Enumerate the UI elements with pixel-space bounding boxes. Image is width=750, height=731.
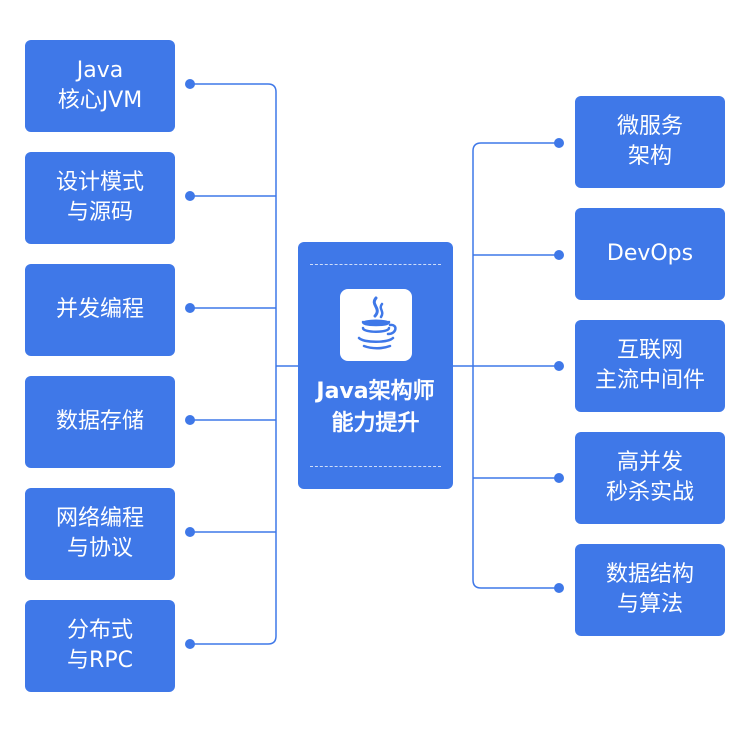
node-label: 微服务 xyxy=(616,114,683,139)
node-label: 与算法 xyxy=(616,592,683,617)
java-coffee-icon xyxy=(340,289,412,361)
node-label: 分布式 xyxy=(66,618,133,643)
node-label: 高并发 xyxy=(616,450,683,475)
connector-dot xyxy=(185,303,195,313)
connector-dot xyxy=(185,79,195,89)
connector-dot xyxy=(554,250,564,260)
node-label: 与源码 xyxy=(66,200,133,225)
connector-dot xyxy=(185,191,195,201)
node-label: 核心JVM xyxy=(57,88,143,113)
connector-dot xyxy=(554,361,564,371)
dashed-divider xyxy=(310,264,441,265)
node-label: 数据存储 xyxy=(55,409,144,434)
node-label: 与协议 xyxy=(66,536,133,561)
node-networking: 网络编程与协议 xyxy=(25,488,175,580)
left-trunk-line xyxy=(190,83,277,645)
connector-dot xyxy=(185,415,195,425)
node-label: 网络编程 xyxy=(55,506,144,531)
node-algorithms: 数据结构与算法 xyxy=(575,544,725,636)
node-devops: DevOps xyxy=(575,208,725,300)
node-java-jvm: Java 核心JVM xyxy=(25,40,175,132)
connector-dot xyxy=(554,138,564,148)
node-label: 主流中间件 xyxy=(594,368,705,393)
node-label: Java xyxy=(76,58,124,83)
node-data-storage: 数据存储 xyxy=(25,376,175,468)
node-label: 与RPC xyxy=(67,648,133,673)
node-high-concurrency: 高并发秒杀实战 xyxy=(575,432,725,524)
node-microservices: 微服务架构 xyxy=(575,96,725,188)
node-label: 设计模式 xyxy=(55,170,144,195)
connector-dot xyxy=(554,473,564,483)
center-title-line1: Java架构师 xyxy=(316,379,435,404)
node-label: 秒杀实战 xyxy=(605,480,694,505)
center-node: Java架构师 能力提升 xyxy=(298,242,453,489)
node-label: DevOps xyxy=(606,241,694,266)
node-label: 数据结构 xyxy=(605,562,694,587)
connector-dot xyxy=(185,639,195,649)
node-design-patterns: 设计模式与源码 xyxy=(25,152,175,244)
node-middleware: 互联网主流中间件 xyxy=(575,320,725,412)
center-title-line2: 能力提升 xyxy=(331,411,420,436)
node-concurrency: 并发编程 xyxy=(25,264,175,356)
connector-dot xyxy=(554,583,564,593)
node-label: 并发编程 xyxy=(55,297,144,322)
connector-dot xyxy=(185,527,195,537)
node-label: 互联网 xyxy=(616,338,683,363)
dashed-divider xyxy=(310,466,441,467)
node-distributed-rpc: 分布式与RPC xyxy=(25,600,175,692)
node-label: 架构 xyxy=(627,144,672,169)
